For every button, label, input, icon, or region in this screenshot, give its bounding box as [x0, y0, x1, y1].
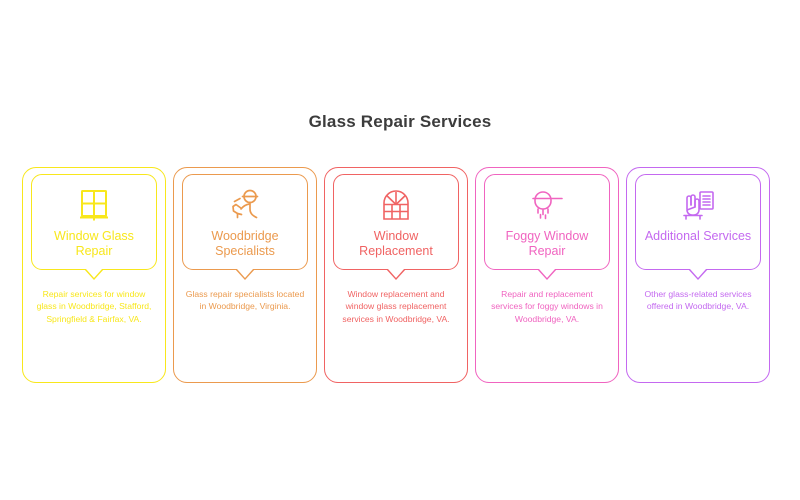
card-bubble: Foggy Window Repair: [484, 174, 610, 270]
card-body-text: Window replacement and window glass repl…: [342, 289, 450, 324]
card-title: Additional Services: [644, 229, 752, 243]
window-grid-icon: [73, 185, 115, 225]
card-title: Woodbridge Specialists: [211, 229, 279, 258]
arched-window-icon: [375, 185, 417, 225]
hand-document-icon: [677, 185, 719, 225]
card-body-text: Other glass-related services offered in …: [644, 289, 752, 312]
card-bubble: Window Replacement: [333, 174, 459, 270]
card-body-text: Repair services for window glass in Wood…: [36, 289, 152, 324]
card-bubble: Woodbridge Specialists: [182, 174, 308, 270]
service-card-additional-services[interactable]: Additional Services Other glass-related …: [626, 167, 770, 383]
card-bubble: Additional Services: [635, 174, 761, 270]
card-body-text: Glass repair specialists located in Wood…: [185, 289, 305, 312]
service-card-window-replacement[interactable]: Window Replacement Window replacement an…: [324, 167, 468, 383]
service-card-window-glass-repair[interactable]: Window Glass Repair Repair services for …: [22, 167, 166, 383]
construction-worker-icon: [224, 185, 266, 225]
page-title: Glass Repair Services: [308, 112, 492, 131]
card-title: Foggy Window Repair: [505, 229, 589, 258]
service-cards-row: Window Glass Repair Repair services for …: [22, 167, 778, 383]
shower-head-icon: [526, 185, 568, 225]
card-title: Window Glass Repair: [54, 229, 134, 258]
service-card-foggy-window-repair[interactable]: Foggy Window Repair Repair and replaceme…: [475, 167, 619, 383]
card-body-text: Repair and replacement services for fogg…: [491, 289, 603, 324]
card-bubble: Window Glass Repair: [31, 174, 157, 270]
service-card-woodbridge-specialists[interactable]: Woodbridge Specialists Glass repair spec…: [173, 167, 317, 383]
card-title: Window Replacement: [359, 229, 433, 258]
